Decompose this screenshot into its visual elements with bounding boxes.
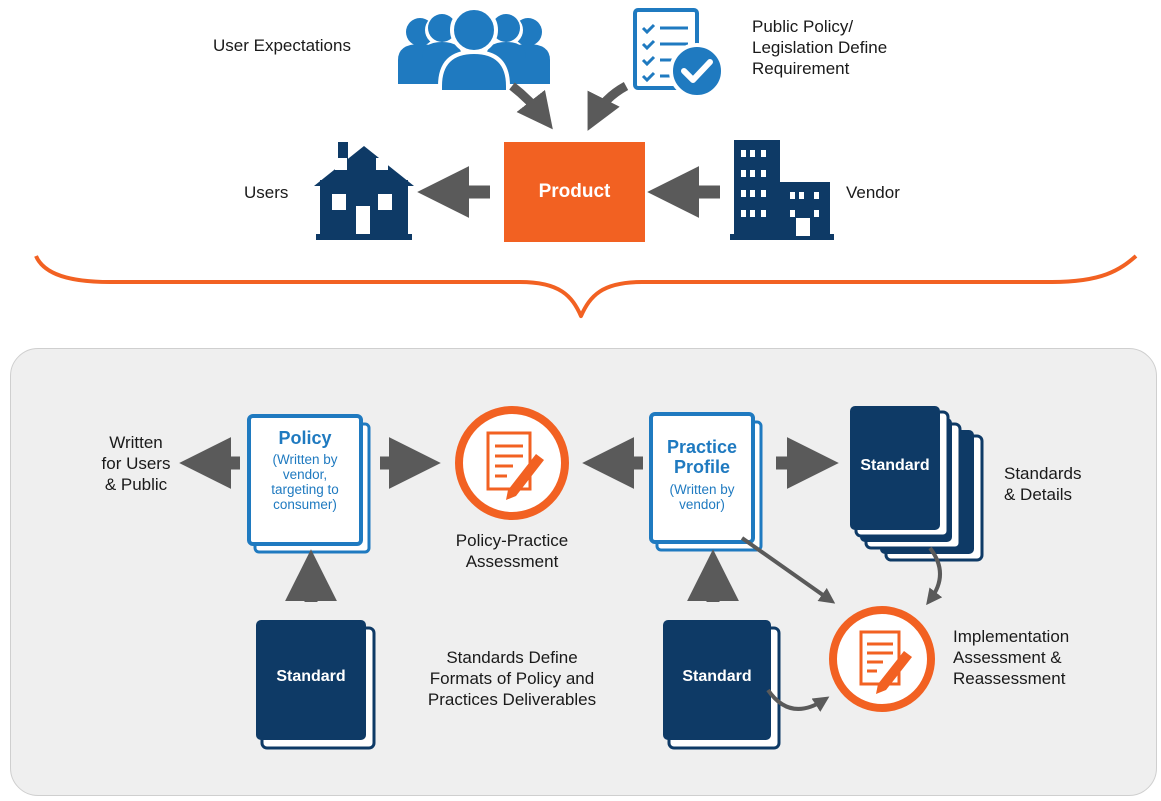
policy-title: Policy — [278, 428, 332, 448]
policy-subtitle: (Written by vendor, targeting to consume… — [271, 452, 339, 512]
product-label: Product — [538, 181, 611, 202]
policy-book-icon — [247, 414, 371, 554]
process-panel — [10, 348, 1157, 796]
checklist-icon — [633, 8, 725, 99]
arrow-standards-to-implementation — [926, 546, 943, 606]
users-group-icon — [398, 6, 550, 94]
house-icon — [314, 142, 414, 240]
standard-left-label: Standard — [276, 668, 346, 685]
implementation-assessment-icon — [829, 606, 935, 712]
standards-define-label: Standards Define Formats of Policy and P… — [427, 648, 597, 709]
standard-book-left-icon — [256, 620, 376, 750]
standards-details-label: Standards & Details — [1004, 464, 1082, 504]
arrow-standard-to-implementation — [766, 688, 830, 712]
standard-book-middle-icon — [663, 620, 781, 750]
standard-stack-label: Standard — [860, 457, 930, 474]
practice-book-icon — [649, 412, 763, 552]
user-expectations-label: User Expectations — [213, 36, 351, 55]
written-for-label: Written for Users & Public — [101, 433, 171, 494]
arrow-policy-to-product — [587, 82, 629, 131]
building-icon — [730, 140, 834, 240]
practice-profile-subtitle: (Written by vendor) — [669, 482, 735, 512]
arrow-expectations-to-product — [509, 82, 553, 130]
arrow-practice-to-implementation — [740, 536, 836, 604]
public-policy-label: Public Policy/ Legislation Define Requir… — [752, 17, 888, 78]
practice-profile-title: Practice Profile — [666, 437, 738, 477]
vendor-label: Vendor — [846, 183, 900, 202]
product-box: Product — [504, 142, 645, 242]
standard-middle-label: Standard — [682, 668, 752, 685]
standard-book-stack-icon — [850, 406, 984, 562]
curly-brace — [34, 254, 1138, 318]
policy-practice-assessment-icon — [455, 406, 569, 520]
policy-practice-assessment-label: Policy-Practice Assessment — [455, 531, 569, 571]
users-label: Users — [244, 183, 289, 202]
implementation-assessment-label: Implementation Assessment & Reassessment — [953, 627, 1070, 688]
